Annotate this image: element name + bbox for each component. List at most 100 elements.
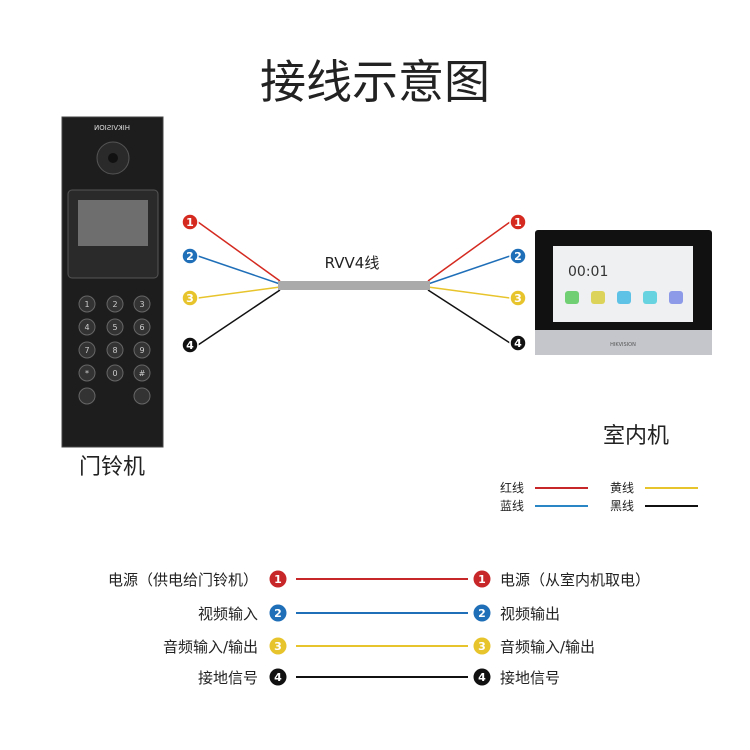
- wire-left-2: [197, 255, 281, 285]
- unlock-key-icon: [133, 387, 151, 405]
- connection-number: 1: [478, 573, 486, 586]
- wire-badge-left: [181, 213, 199, 231]
- diagram-title: 接线示意图: [260, 55, 490, 109]
- wire-badge-right: [509, 334, 527, 352]
- connection-left-label: 接地信号: [198, 669, 258, 687]
- wire-badge-left: [181, 336, 199, 354]
- wires: 1 1 2 2 3 3 4 4: [181, 213, 527, 354]
- rvv4-cable: [278, 281, 430, 290]
- keypad-key: [133, 341, 151, 359]
- wire-badge-right: [509, 247, 527, 265]
- wire-left-1: [197, 221, 281, 282]
- legend-label: 黑线: [610, 499, 634, 513]
- keypad-key: [106, 364, 124, 382]
- message-icon: [591, 291, 605, 304]
- connection-badge: [269, 570, 287, 588]
- keypad-key-label: 3: [139, 300, 144, 309]
- connection-badge: [473, 637, 491, 655]
- connection-number: 4: [478, 671, 486, 684]
- keypad-key-label: #: [139, 369, 146, 378]
- connection-badge: [269, 604, 287, 622]
- connection-right-label: 电源（从室内机取电）: [500, 571, 650, 589]
- wire-right-3: [427, 286, 511, 299]
- connection-number: 2: [274, 607, 282, 620]
- wire-badge-left: [181, 247, 199, 265]
- keypad-key: [78, 341, 96, 359]
- keypad-key: [133, 364, 151, 382]
- cable-label: RVV4线: [325, 254, 380, 272]
- keypad-key: [78, 364, 96, 382]
- indoor-clock: 00:01: [568, 264, 608, 280]
- keypad-key: [78, 295, 96, 313]
- unlock-icon: [643, 291, 657, 304]
- connection-number: 3: [478, 640, 486, 653]
- wire-number: 2: [514, 250, 522, 263]
- wire-right-4: [427, 289, 511, 344]
- wire-number: 2: [186, 250, 194, 263]
- connection-number: 1: [274, 573, 282, 586]
- indoor-unit-brand: HIKVISION: [610, 342, 636, 348]
- indoor-unit-screen: [553, 246, 693, 322]
- connection-badge: [473, 604, 491, 622]
- connection-left-label: 电源（供电给门铃机）: [108, 571, 258, 589]
- wire-number: 3: [514, 292, 522, 305]
- connection-badge: [473, 570, 491, 588]
- legend-label: 红线: [500, 480, 524, 495]
- keypad-key-label: *: [85, 369, 89, 378]
- keypad-key-label: 4: [84, 323, 89, 332]
- indoor-unit-label: 室内机: [603, 424, 669, 449]
- call-icon: [565, 291, 579, 304]
- connection-right-label: 接地信号: [500, 669, 560, 687]
- door-unit-label: 门铃机: [79, 455, 145, 480]
- keypad-key-label: 8: [112, 346, 117, 355]
- connection-badge: [473, 668, 491, 686]
- connection-number: 3: [274, 640, 282, 653]
- wire-number: 4: [514, 337, 522, 350]
- wire-badge-right: [509, 213, 527, 231]
- keypad-key: [106, 318, 124, 336]
- monitor-icon: [617, 291, 631, 304]
- wire-number: 3: [186, 292, 194, 305]
- keypad-key-label: 6: [139, 323, 144, 332]
- keypad: 1 2 3 4 5 6 7 8 9 * 0 #: [78, 295, 151, 405]
- indoor-unit: HIKVISION 00:01: [535, 230, 712, 355]
- keypad-key: [133, 318, 151, 336]
- wire-left-3: [197, 286, 281, 299]
- connection-right-label: 音频输入/输出: [500, 638, 595, 656]
- keypad-key: [106, 341, 124, 359]
- keypad-key-label: 9: [139, 346, 144, 355]
- door-unit-screen: [78, 200, 148, 246]
- wire-badge-right: [509, 289, 527, 307]
- connection-number: 2: [478, 607, 486, 620]
- keypad-key: [78, 318, 96, 336]
- connection-left-label: 视频输入: [198, 605, 258, 623]
- settings-icon: [669, 291, 683, 304]
- wire-number: 4: [186, 339, 194, 352]
- keypad-key: [133, 295, 151, 313]
- wire-right-1: [427, 221, 511, 282]
- keypad-key: [106, 295, 124, 313]
- wire-right-2: [427, 255, 511, 285]
- wire-left-4: [197, 289, 281, 346]
- keypad-key-label: 1: [84, 300, 89, 309]
- keypad-key-label: 0: [112, 369, 117, 378]
- wire-number: 1: [186, 216, 194, 229]
- connection-badge: [269, 668, 287, 686]
- legend-label: 黄线: [610, 481, 634, 495]
- keypad-key-label: 2: [112, 300, 117, 309]
- connection-number: 4: [274, 671, 282, 684]
- wire-number: 1: [514, 216, 522, 229]
- connection-right-label: 视频输出: [500, 605, 560, 623]
- keypad-key-label: 5: [112, 323, 117, 332]
- wire-badge-left: [181, 289, 199, 307]
- keypad-key-label: 7: [84, 346, 89, 355]
- call-key-icon: [78, 387, 96, 405]
- legend-label: 蓝线: [500, 499, 524, 513]
- connection-left-label: 音频输入/输出: [163, 638, 258, 656]
- connection-badge: [269, 637, 287, 655]
